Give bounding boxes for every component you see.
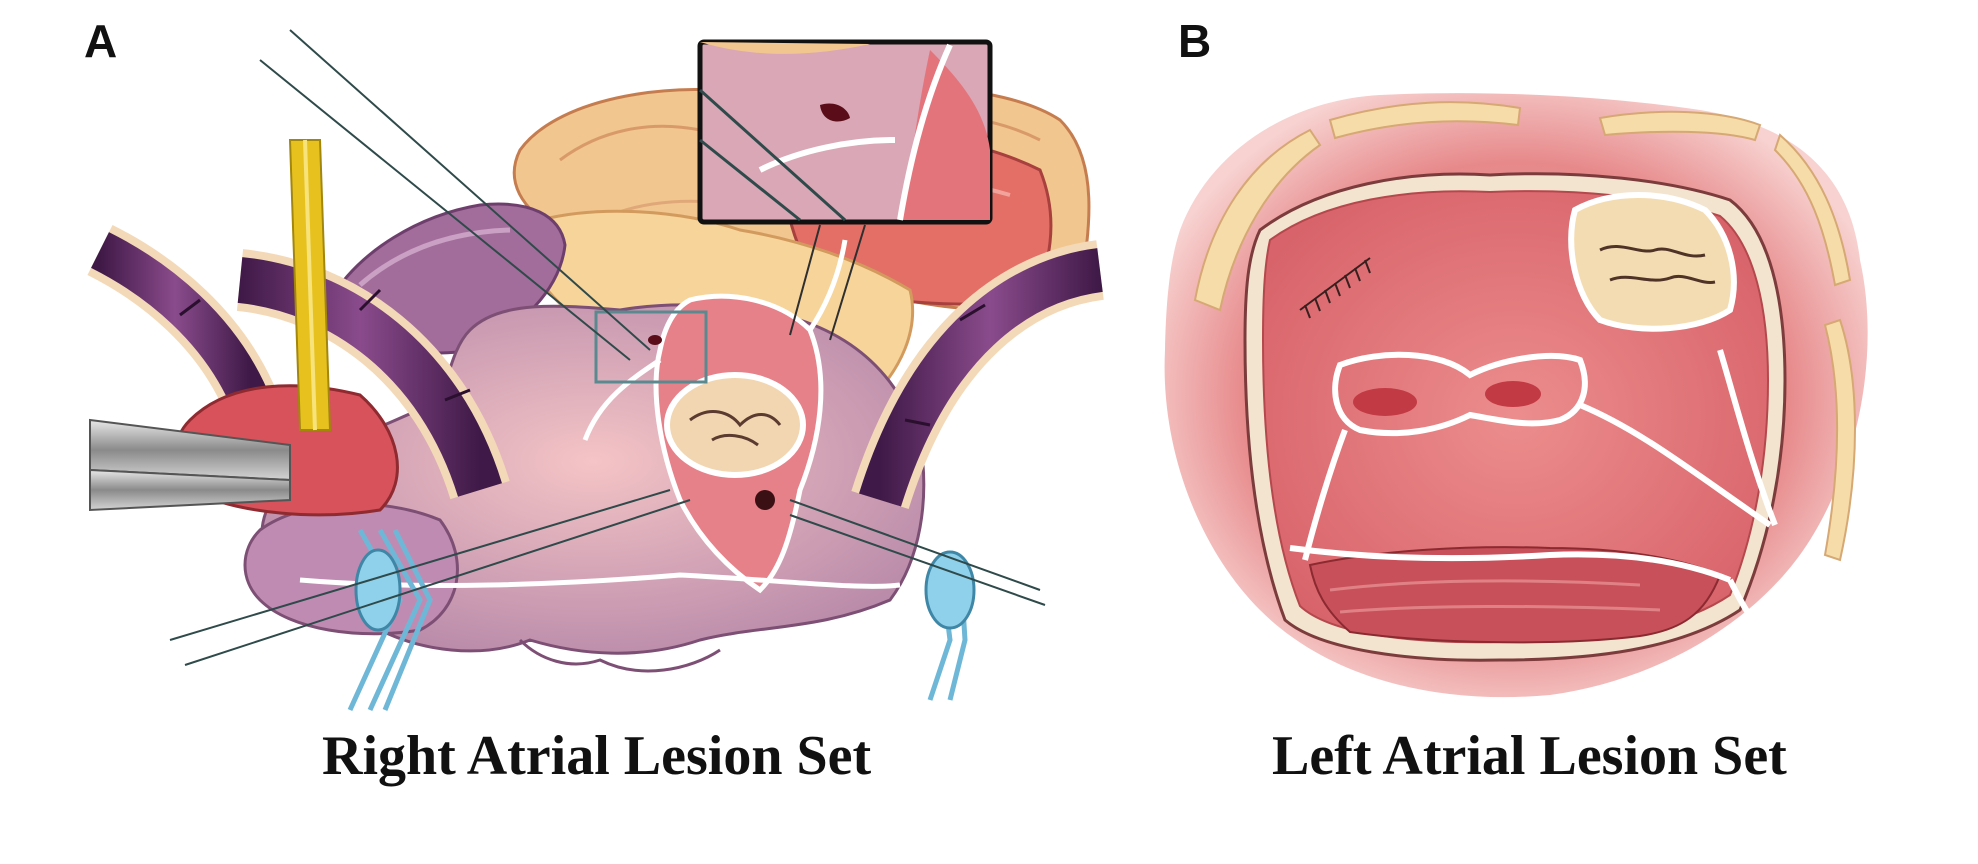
magnified-inset [697,39,993,225]
panel-b-caption: Left Atrial Lesion Set [1272,725,1787,787]
stay-sutures [169,29,1046,666]
right-atrium-illustration [87,29,1105,712]
atriotomy-opening [653,293,824,594]
fat-strips [1193,101,1856,562]
mitral-valve [1568,192,1737,332]
tourniquet-right [924,550,976,701]
suture-line [1299,257,1371,319]
left-cannula-outer [87,224,276,412]
panel-a-letter: A [84,15,118,67]
panel-a: A [84,15,1105,787]
panel-a-caption: Right Atrial Lesion Set [322,725,872,787]
right-cannula [851,240,1105,510]
left-atrial-appendage [1308,546,1722,644]
panel-b: B [1120,0,1978,864]
left-atrium-illustration [1164,93,1868,698]
atrial-puncture [648,335,662,345]
vascular-clamp [89,418,291,512]
umbilical-tape [288,139,332,431]
right-atrial-lesions [299,239,901,589]
inset-marker-box [594,310,708,384]
left-atrial-lesions [1289,349,1778,643]
left-cannula-inner [236,249,510,500]
tourniquet-left [347,528,433,712]
panel-b-letter: B [1178,15,1212,67]
